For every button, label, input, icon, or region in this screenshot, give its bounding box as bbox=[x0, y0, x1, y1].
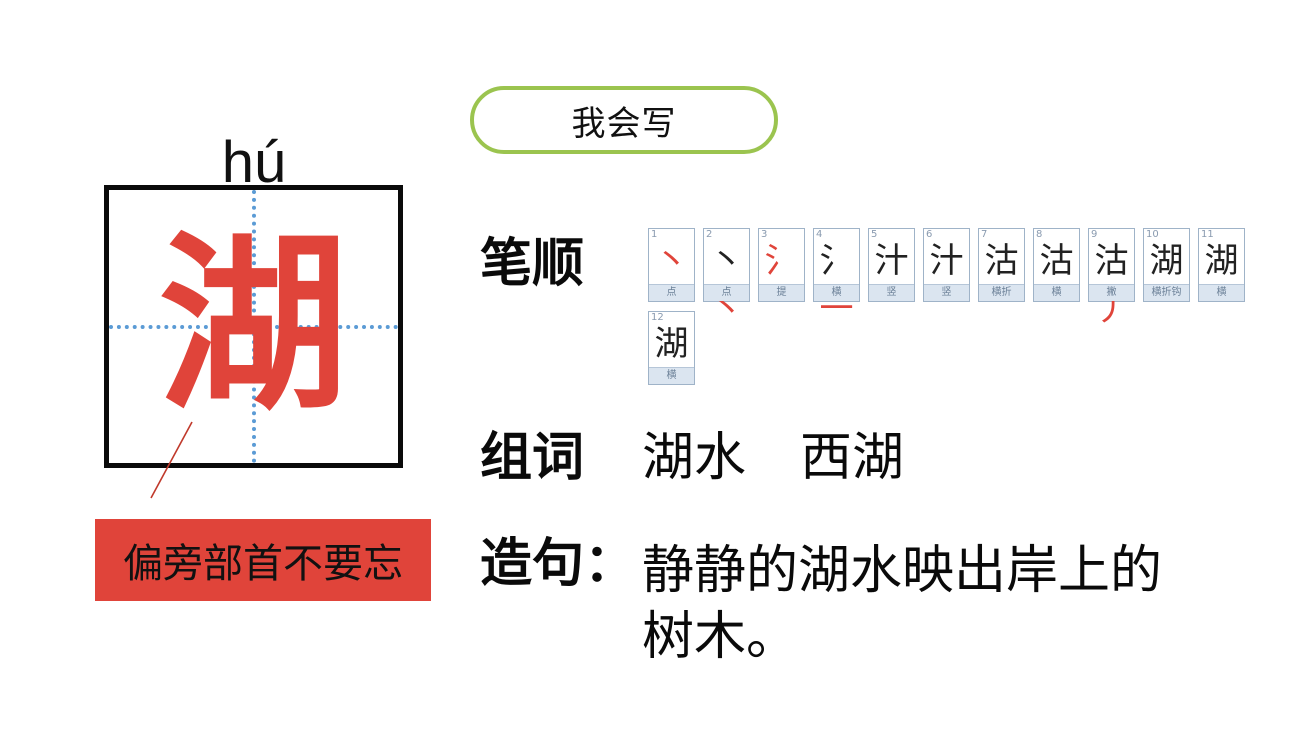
stroke-name: 点 bbox=[704, 284, 749, 301]
stroke-tile: 3 氵 提 bbox=[758, 228, 805, 302]
stroke-glyph: 沽 bbox=[1039, 241, 1074, 281]
stroke-tile: 8 沽 横 bbox=[1033, 228, 1080, 302]
stroke-tile: 5 汁 竖 bbox=[868, 228, 915, 302]
stroke-glyph: 沽丿 bbox=[1094, 241, 1129, 329]
stroke-order-label: 笔顺 bbox=[480, 234, 585, 294]
stroke-glyph: 丶 bbox=[654, 241, 689, 281]
stroke-glyph: 湖 bbox=[1204, 241, 1239, 281]
word-item: 西湖 bbox=[800, 428, 905, 488]
stroke-name: 提 bbox=[759, 284, 804, 301]
stroke-number: 8 bbox=[1036, 229, 1043, 240]
word-item: 湖水 bbox=[642, 428, 747, 488]
stroke-name: 横 bbox=[1034, 284, 1079, 301]
stroke-number: 9 bbox=[1091, 229, 1098, 240]
stroke-tile: 9 沽丿 撇 bbox=[1088, 228, 1135, 329]
radical-reminder-text: 偏旁部首不要忘 bbox=[123, 541, 403, 587]
example-sentence: 静静的湖水映出岸上的树木。 bbox=[642, 541, 1163, 667]
stroke-glyph: 湖 bbox=[654, 324, 689, 364]
character-grid-box: 湖 bbox=[104, 185, 403, 468]
stroke-name: 点 bbox=[649, 284, 694, 301]
stroke-tile: 12 湖 横 bbox=[648, 311, 695, 385]
main-character: 湖 bbox=[158, 213, 349, 436]
stroke-number: 5 bbox=[871, 229, 878, 240]
stroke-name: 竖 bbox=[869, 284, 914, 301]
stroke-tile: 10 湖 横折钩 bbox=[1143, 228, 1190, 302]
stroke-tile: 4 氵一 横 bbox=[813, 228, 860, 329]
stroke-name: 竖 bbox=[924, 284, 969, 301]
sentence-label: 造句： bbox=[480, 534, 637, 594]
stroke-number: 7 bbox=[981, 229, 988, 240]
stroke-name: 横 bbox=[814, 284, 859, 301]
stroke-number: 2 bbox=[706, 229, 713, 240]
stroke-name: 横 bbox=[649, 367, 694, 384]
stroke-tile: 1 丶 点 bbox=[648, 228, 695, 302]
stroke-glyph: 氵一 bbox=[819, 241, 854, 329]
stroke-number: 4 bbox=[816, 229, 823, 240]
title-pill: 我会写 bbox=[470, 86, 778, 154]
pinyin: hú bbox=[221, 130, 287, 195]
stroke-name: 撇 bbox=[1089, 284, 1134, 301]
stroke-tile: 6 汁 竖 bbox=[923, 228, 970, 302]
stroke-glyph: 丶丶 bbox=[709, 241, 744, 329]
stroke-number: 3 bbox=[761, 229, 768, 240]
stroke-tile: 2 丶丶 点 bbox=[703, 228, 750, 329]
stroke-glyph: 沽 bbox=[984, 241, 1019, 281]
stroke-name: 横折钩 bbox=[1144, 284, 1189, 301]
stroke-number: 12 bbox=[651, 312, 664, 323]
stroke-number: 10 bbox=[1146, 229, 1159, 240]
stroke-glyph: 湖 bbox=[1149, 241, 1184, 281]
pointer-line bbox=[150, 421, 193, 499]
stroke-number: 11 bbox=[1201, 229, 1214, 240]
stroke-glyph: 汁 bbox=[874, 241, 909, 281]
stroke-number: 6 bbox=[926, 229, 933, 240]
title-label: 我会写 bbox=[571, 103, 677, 144]
stroke-tile: 7 沽 横折 bbox=[978, 228, 1025, 302]
stroke-tile: 11 湖 横 bbox=[1198, 228, 1245, 302]
horizontal-guide-line bbox=[109, 324, 398, 329]
stroke-glyph: 氵 bbox=[764, 241, 799, 281]
stroke-number: 1 bbox=[651, 229, 658, 240]
word-formation-label: 组词 bbox=[480, 428, 585, 488]
stroke-name: 横 bbox=[1199, 284, 1244, 301]
stroke-glyph: 汁 bbox=[929, 241, 964, 281]
stroke-name: 横折 bbox=[979, 284, 1024, 301]
radical-reminder-banner: 偏旁部首不要忘 bbox=[95, 519, 431, 601]
